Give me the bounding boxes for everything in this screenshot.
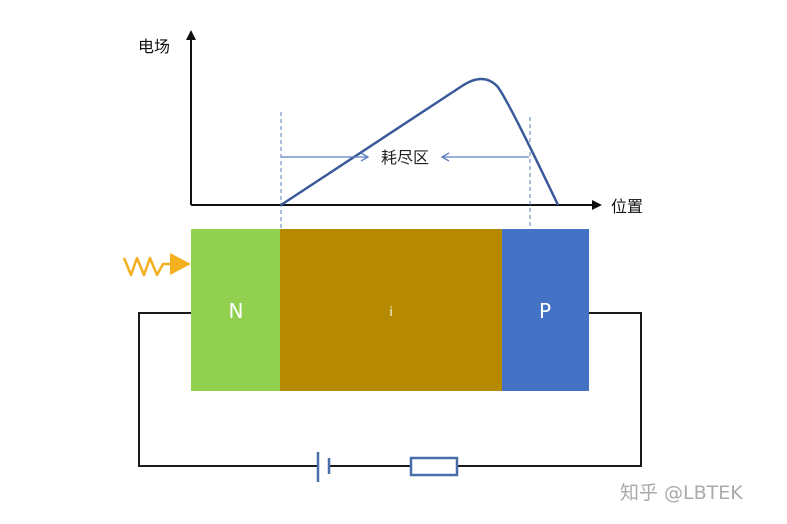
y-axis-label: 电场 — [138, 37, 170, 56]
p-region-label: P — [539, 299, 551, 323]
i-region-label: i — [389, 305, 392, 319]
i-region — [280, 229, 502, 391]
x-axis-label: 位置 — [611, 197, 643, 216]
incident-light-icon — [122, 253, 191, 277]
depletion-region-label: 耗尽区 — [381, 148, 429, 167]
p-region — [502, 229, 589, 391]
electric-field-curve — [280, 77, 560, 207]
n-region — [191, 229, 280, 391]
resistor — [409, 456, 459, 477]
n-region-label: N — [229, 299, 244, 323]
watermark: 知乎 @LBTEK — [620, 482, 743, 504]
wire-right — [457, 312, 642, 467]
wire-left — [138, 312, 318, 467]
